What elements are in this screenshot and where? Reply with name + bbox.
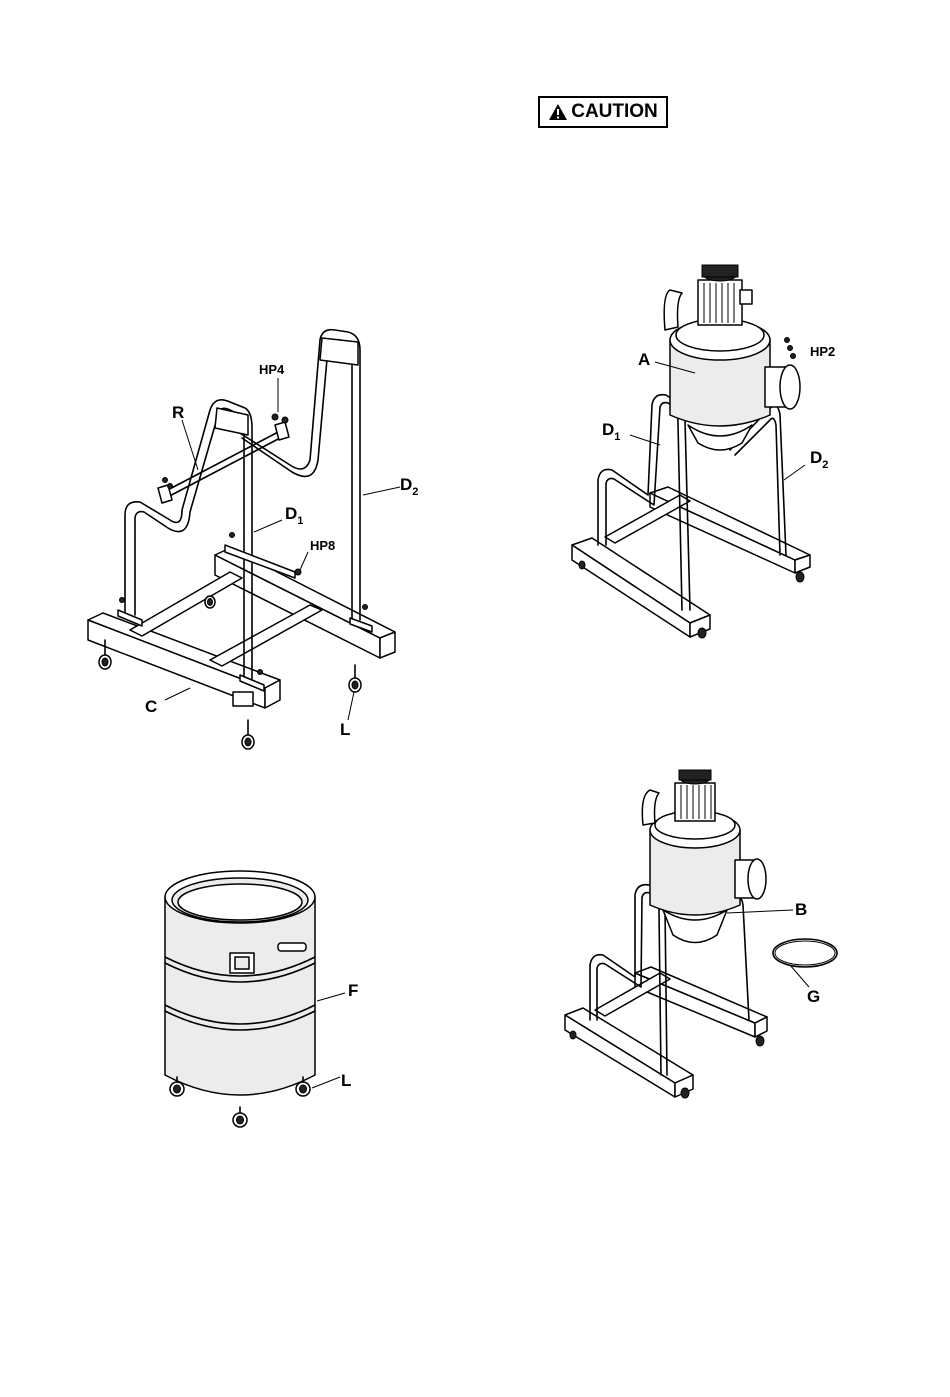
caster: [349, 665, 361, 692]
bolt-hp2: [785, 338, 796, 359]
label-L: L: [340, 720, 350, 739]
collector-ring-figure: B G: [555, 765, 855, 1105]
label-D1: D1: [602, 420, 620, 443]
label-HP8: HP8: [310, 538, 335, 553]
label-R: R: [172, 403, 184, 422]
label-D1: D1: [285, 504, 303, 527]
collector-mounted-figure: A HP2 D1 D2: [570, 255, 870, 645]
label-A: A: [638, 350, 650, 369]
label-HP4: HP4: [259, 362, 285, 377]
caster: [233, 1107, 247, 1127]
label-C: C: [145, 697, 157, 716]
stand-exploded-figure: R HP4 D2 D1 HP8 C L: [70, 320, 430, 780]
caster: [242, 720, 254, 749]
label-B: B: [795, 900, 807, 919]
warning-triangle-icon: [548, 103, 568, 121]
label-HP2: HP2: [810, 344, 835, 359]
caution-text: CAUTION: [571, 101, 658, 123]
caution-label: CAUTION: [538, 96, 668, 128]
drum-figure: F L: [155, 855, 375, 1140]
label-D2: D2: [810, 448, 828, 471]
caster: [205, 596, 215, 608]
label-F: F: [348, 981, 358, 1000]
label-D2: D2: [400, 475, 418, 498]
label-L: L: [341, 1071, 351, 1090]
label-G: G: [807, 987, 820, 1006]
bolt-hp4: [272, 414, 288, 423]
clamp-ring: [773, 939, 837, 967]
